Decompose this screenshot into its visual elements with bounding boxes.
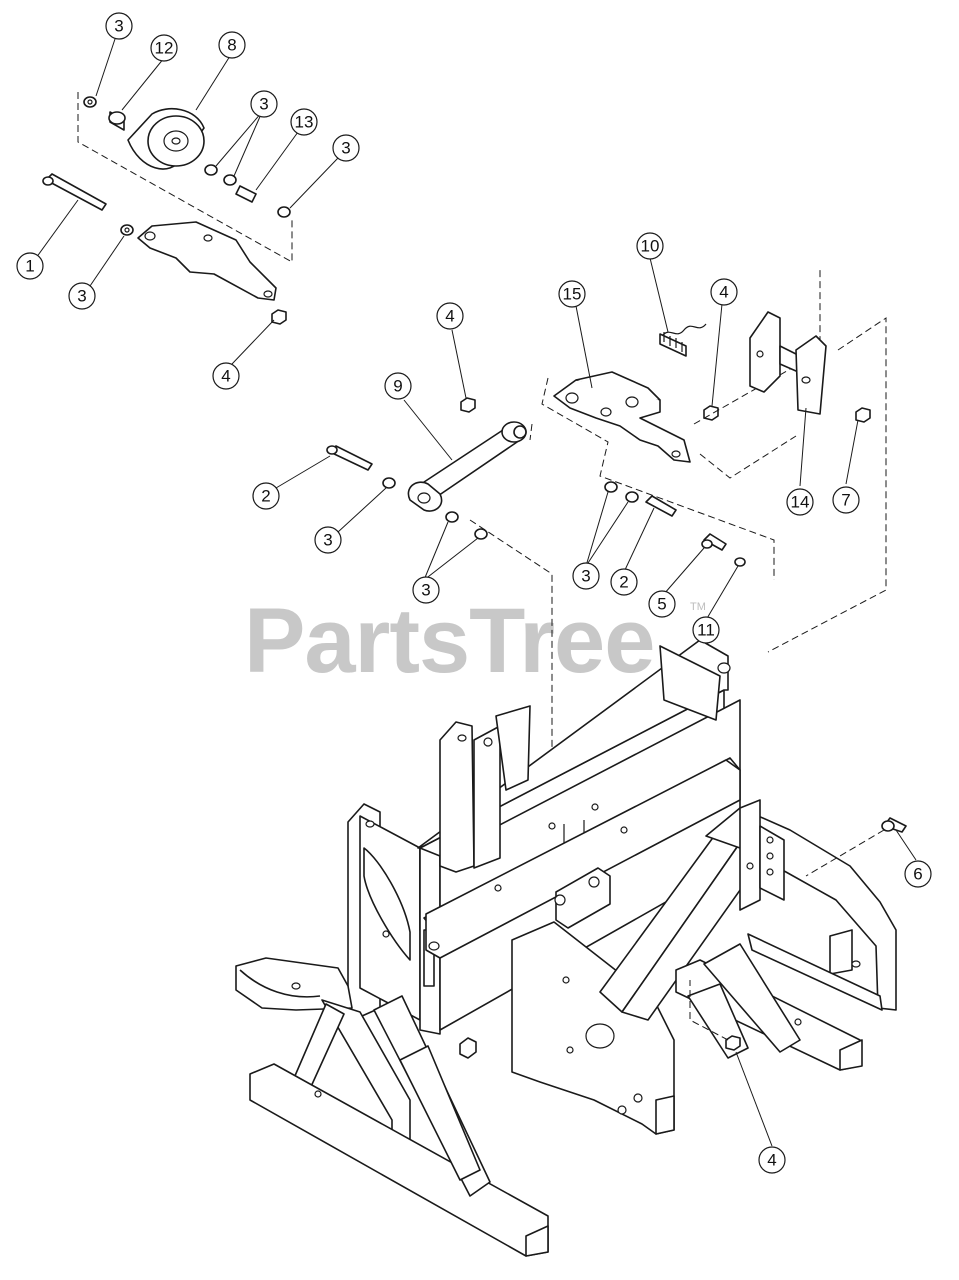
callout-3: 3 [68,282,96,310]
svg-text:3: 3 [581,567,590,586]
svg-text:14: 14 [791,493,810,512]
svg-text:3: 3 [77,287,86,306]
svg-text:7: 7 [841,491,850,510]
callout-3: 3 [105,12,133,40]
callouts: 3 12 8 3 13 3 1 3 4 10 4 15 4 9 2 3 3 3 … [16,12,932,1174]
watermark-trademark: TM [690,601,706,613]
svg-text:3: 3 [341,139,350,158]
svg-text:6: 6 [913,865,922,884]
callout-5: 5 [648,590,676,618]
svg-text:10: 10 [641,237,660,256]
svg-text:13: 13 [295,113,314,132]
svg-text:4: 4 [719,283,728,302]
callout-2: 2 [252,482,280,510]
callout-4: 4 [758,1146,786,1174]
callout-10: 10 [636,232,664,260]
callout-3: 3 [332,134,360,162]
callout-14: 14 [786,488,814,516]
svg-text:2: 2 [619,573,628,592]
svg-text:8: 8 [227,36,236,55]
svg-text:4: 4 [445,307,454,326]
svg-text:3: 3 [114,17,123,36]
svg-text:4: 4 [767,1151,776,1170]
callout-3: 3 [412,576,440,604]
callout-3: 3 [572,562,600,590]
svg-text:4: 4 [221,367,230,386]
frame-hardware [689,817,907,1051]
svg-text:1: 1 [25,257,34,276]
idler-pulley-assembly [42,92,293,325]
callout-3: 3 [250,90,278,118]
callout-4: 4 [436,302,464,330]
svg-text:2: 2 [261,487,270,506]
svg-text:9: 9 [393,377,402,396]
callout-4: 4 [710,278,738,306]
callout-7: 7 [832,486,860,514]
svg-text:3: 3 [259,95,268,114]
callout-6: 6 [904,860,932,888]
watermark-text: PartsTree [244,590,654,692]
callout-2: 2 [610,568,638,596]
pivot-bracket-assembly [541,270,887,653]
svg-text:5: 5 [657,595,666,614]
callout-4: 4 [212,362,240,390]
leader-lines [35,35,917,1147]
callout-15: 15 [558,280,586,308]
svg-text:3: 3 [421,581,430,600]
svg-text:11: 11 [697,621,715,640]
callout-3: 3 [314,526,342,554]
callout-8: 8 [218,31,246,59]
callout-11: 11 [692,616,720,644]
lift-cylinder-assembly [326,397,553,920]
main-frame [235,639,897,1257]
callout-1: 1 [16,252,44,280]
svg-text:15: 15 [563,285,582,304]
watermark: PartsTree TM [244,590,706,692]
callout-9: 9 [384,372,412,400]
callout-12: 12 [150,34,178,62]
svg-text:3: 3 [323,531,332,550]
callout-13: 13 [290,108,318,136]
svg-text:12: 12 [155,39,174,58]
